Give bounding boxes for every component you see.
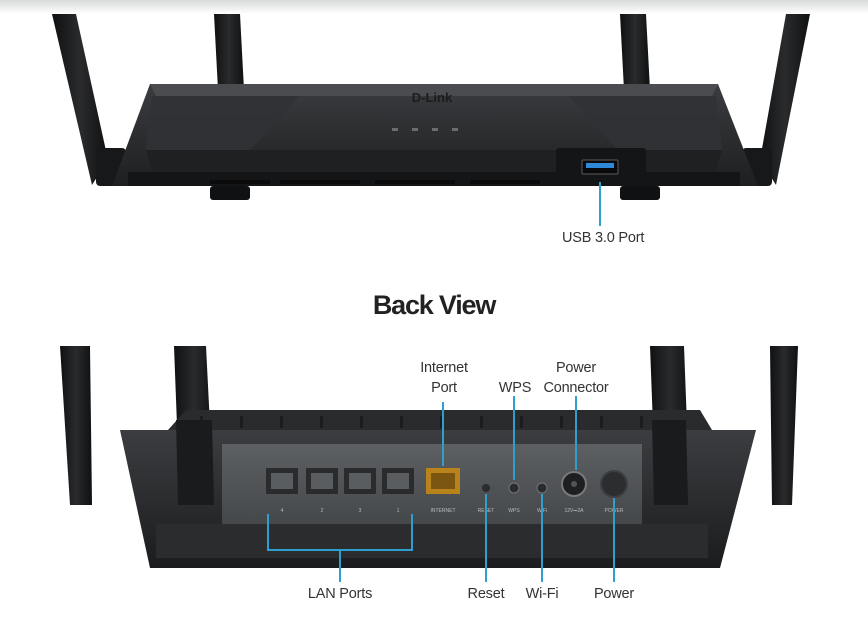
wifi-button (536, 482, 548, 494)
usb-port-label: USB 3.0 Port (562, 230, 645, 246)
router-back-body (120, 410, 756, 568)
internet-port (426, 468, 460, 494)
back-view-title: Back View (372, 290, 496, 320)
internet-silk-label: INTERNET (431, 508, 456, 514)
lan-4-label: 4 (281, 508, 284, 514)
top-antennas (52, 14, 810, 186)
wifi-label: Wi-Fi (525, 586, 559, 602)
lan-ports-label: LAN Ports (307, 586, 373, 602)
wps-button (508, 482, 520, 494)
lan-port-1 (382, 468, 414, 494)
dc-silk-label: 12V⎓2A (564, 508, 584, 514)
lan-port-3 (306, 468, 338, 494)
wps-label: WPS (498, 380, 532, 396)
back-callout-lines (267, 396, 615, 582)
internet-port-label: Internet Port (408, 358, 480, 398)
internet-port-label-line2: Port (431, 380, 457, 396)
power-connector-label: Power Connector (536, 358, 616, 398)
lan-2-label: 2 (321, 508, 324, 514)
lan-1-label: 1 (397, 508, 400, 514)
usb-port (556, 148, 646, 184)
internet-port-label-line1: Internet (420, 360, 468, 376)
lan-3-label: 3 (359, 508, 362, 514)
lan-port-2 (344, 468, 376, 494)
power-connector-label-line1: Power (555, 360, 597, 376)
power-label: Power (593, 586, 635, 602)
wps-silk-label: WPS (508, 508, 520, 514)
reset-label: Reset (467, 586, 505, 602)
power-button (600, 470, 628, 498)
background-fade (0, 0, 868, 14)
reset-button (482, 484, 490, 492)
lan-port-4 (266, 468, 298, 494)
lan-ports (266, 468, 414, 494)
brand-logo: D-Link (412, 90, 453, 105)
power-connector-label-line2: Connector (543, 380, 609, 396)
router-top-body: D-Link (112, 84, 758, 200)
